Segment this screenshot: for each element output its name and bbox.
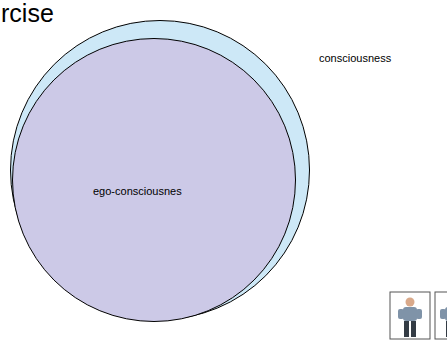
node-label: consciousness [319,52,391,65]
circle-shape [13,39,296,322]
person-photo [435,292,447,339]
title-holder: rcise [0,0,53,25]
slide-title: rcise [1,1,54,26]
inner-circle: ego-consciousnes [12,38,296,322]
outer-circle: consciousnessego-consciousnes [10,20,310,320]
person-photo [390,292,430,339]
circle-outline [12,38,296,322]
node-label: ego-consciousnes [93,185,182,198]
